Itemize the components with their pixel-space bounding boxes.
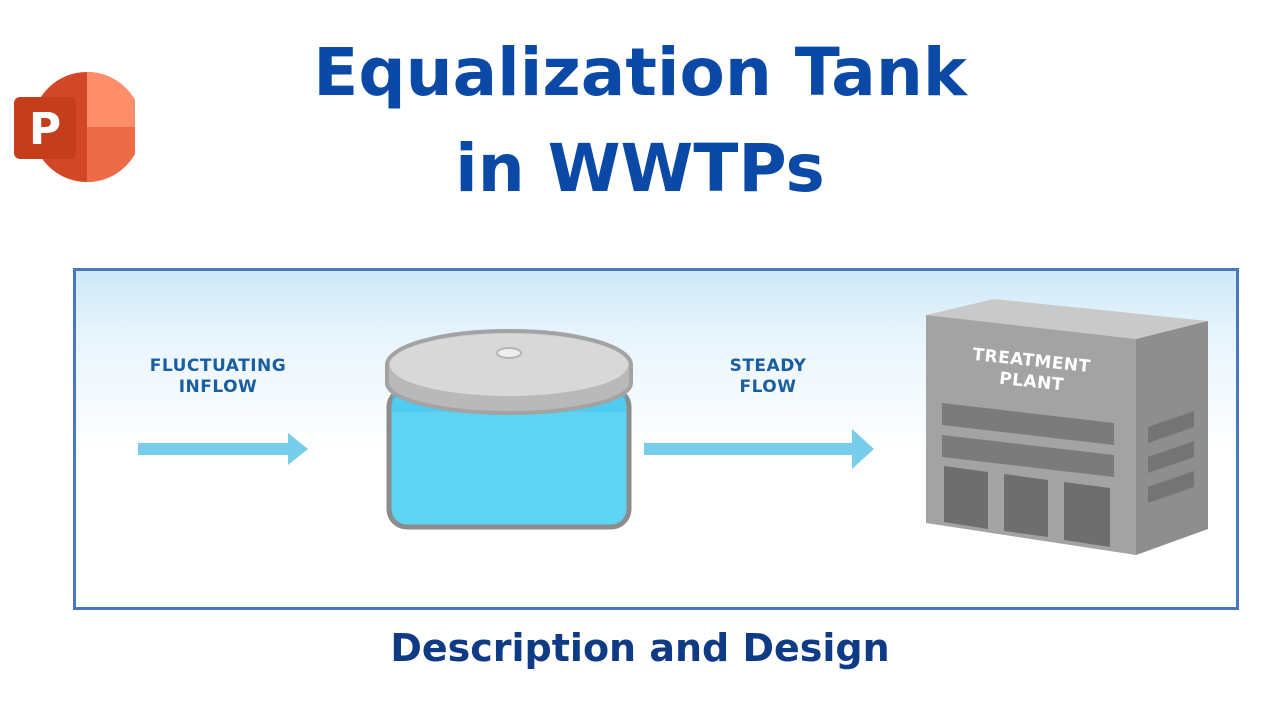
treatment-plant-icon — [926, 299, 1208, 555]
steady-label-line-2: FLOW — [739, 377, 796, 397]
inflow-label-line-2: INFLOW — [179, 377, 258, 397]
logo-letter: P — [29, 104, 61, 155]
inflow-arrow-icon — [138, 433, 308, 465]
powerpoint-icon: P — [14, 72, 135, 182]
process-diagram: FLUCTUATING INFLOW STEADY FLOW — [138, 299, 1208, 555]
logo-segment-top — [87, 72, 135, 127]
logo-square — [14, 97, 76, 159]
equalization-tank-icon — [385, 329, 633, 530]
subtitle: Description and Design — [390, 626, 890, 670]
title-line-2: in WWTPs — [455, 130, 825, 207]
diagram-panel: FLUCTUATING INFLOW STEADY FLOW — [73, 268, 1239, 610]
title-line-1: Equalization Tank — [313, 34, 967, 111]
steady-label-line-1: STEADY — [730, 356, 807, 376]
steady-flow-arrow-icon — [644, 429, 874, 469]
inflow-label-line-1: FLUCTUATING — [150, 356, 286, 376]
logo-segment-bottom — [87, 127, 135, 182]
